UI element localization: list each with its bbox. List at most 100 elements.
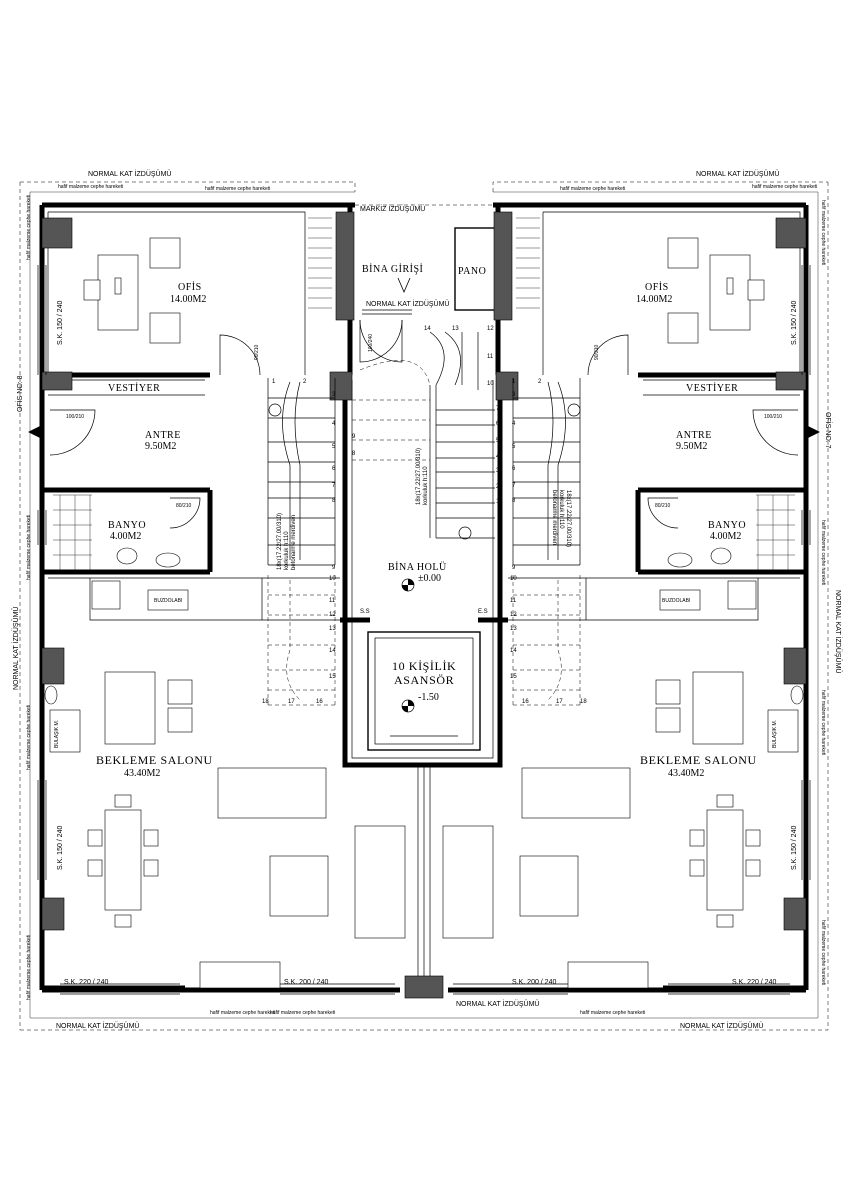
stair-right-note-1: betonarme merdiven [551, 490, 557, 545]
step-right-5: 5 [512, 444, 516, 450]
right-ofis-area: 14.00M2 [636, 294, 672, 305]
step-right-15: 15 [510, 674, 517, 680]
step-center-14: 14 [424, 326, 431, 332]
step-center-8: 8 [352, 451, 356, 457]
step-left-6: 6 [332, 466, 336, 472]
left-banyo-area: 4.00M2 [110, 531, 141, 542]
dim-right-bottom-window: S.K. 220 / 240 [732, 979, 776, 986]
step-left-12: 12 [329, 612, 336, 618]
label-asansor-1: 10 KİŞİLİK [392, 659, 456, 673]
dim-left-window-bottom: S.K. 150 / 240 [57, 826, 64, 870]
label-normal-kat-right-side: NORMAL KAT İZDÜŞÜMÜ [834, 590, 843, 674]
right-antre-area: 9.50M2 [676, 441, 707, 452]
right-bekleme: BEKLEME SALONU [640, 753, 757, 767]
step-right-4: 4 [512, 421, 516, 427]
step-left-9: 9 [332, 565, 336, 571]
step-left-14: 14 [329, 648, 336, 654]
label-normal-kat-top-left: NORMAL KAT İZDÜŞÜMÜ [88, 169, 172, 178]
label-cephe-left-4: hafif malzeme cephe hareketi [26, 935, 32, 1000]
label-cephe-right-4: hafif malzeme cephe hareketi [820, 920, 826, 985]
label-cephe-bottom-right: hafif malzeme cephe hareketi [580, 1010, 645, 1016]
step-center-3: 3 [496, 468, 500, 474]
right-ofis: OFİS [645, 281, 669, 293]
label-pano: PANO [458, 266, 486, 277]
furniture-left [44, 237, 406, 989]
label-normal-kat-entrance: NORMAL KAT İZDÜŞÜMÜ [366, 299, 450, 308]
label-normal-kat-bottom-right: NORMAL KAT İZDÜŞÜMÜ [680, 1021, 764, 1030]
windows [37, 265, 811, 995]
label-normal-kat-bottom-center: NORMAL KAT İZDÜŞÜMÜ [456, 999, 540, 1008]
left-ofis: OFİS [178, 281, 202, 293]
step-center-2: 2 [496, 484, 500, 490]
projection-lines [19, 181, 829, 1031]
label-cephe-bottom-center: hafif malzeme cephe hareketi [270, 1010, 335, 1016]
left-vestiyer: VESTİYER [108, 382, 160, 394]
dim-right-window-bottom: S.K. 150 / 240 [791, 826, 798, 870]
label-normal-kat-left-side: NORMAL KAT İZDÜŞÜMÜ [11, 607, 20, 691]
step-right-8: 8 [512, 498, 516, 504]
step-right-10: 10 [510, 576, 517, 582]
label-cephe-bottom-left: hafif malzeme cephe hareketi [210, 1010, 275, 1016]
step-center-6: 6 [496, 421, 500, 427]
left-antre-area: 9.50M2 [145, 441, 176, 452]
left-bulasik: BULAŞIK M. [54, 720, 60, 748]
right-banyo-area: 4.00M2 [710, 531, 741, 542]
step-left-10: 10 [329, 576, 336, 582]
step-center-1: 1 [496, 499, 500, 505]
label-bina-holu-level: ±0.00 [418, 573, 441, 584]
step-right-1: 1 [512, 379, 516, 385]
label-cephe-top-left-2: hafif malzeme cephe hareketi [205, 186, 270, 192]
step-left-15: 15 [329, 674, 336, 680]
dim-door-entrance: 100/240 [368, 334, 374, 352]
step-left-18: 18 [262, 699, 269, 705]
dim-door-right-antre: 100/210 [764, 414, 782, 420]
label-cephe-top-right: hafif malzeme cephe hareketi [560, 186, 625, 192]
step-left-11: 11 [329, 598, 336, 604]
center-core [340, 227, 508, 999]
stair-left-note-2: korkuluk h:110 [284, 531, 290, 570]
right-bulasik: BULAŞIK M. [772, 720, 778, 748]
label-cephe-left-1: hafif malzeme cephe hareketi [26, 195, 32, 260]
step-right-17: 17 [556, 699, 563, 705]
step-center-12: 12 [487, 326, 494, 332]
left-bekleme: BEKLEME SALONU [96, 753, 213, 767]
step-right-12: 12 [510, 612, 517, 618]
label-ofis-no-right: OFİS NO: 7 [824, 412, 833, 449]
label-es: E.S [478, 609, 488, 615]
dim-left-window-top: S.K. 150 / 240 [57, 301, 64, 345]
label-ss: S.S [360, 609, 370, 615]
right-antre: ANTRE [676, 430, 712, 441]
label-cephe-top-right-2: hafif malzeme cephe hareketi [752, 184, 817, 190]
step-left-16: 16 [316, 699, 323, 705]
right-banyo: BANYO [708, 520, 746, 531]
label-asansor-2: ASANSÖR [394, 673, 454, 687]
step-center-13: 13 [452, 326, 459, 332]
step-center-7: 7 [496, 406, 500, 412]
step-left-17: 17 [288, 699, 295, 705]
stair-center-note-2: korkuluk h:110 [423, 466, 429, 505]
step-center-11: 11 [487, 354, 494, 360]
label-bina-girisi: BİNA GİRİŞİ [362, 263, 423, 275]
left-antre: ANTRE [145, 430, 181, 441]
step-left-13: 13 [329, 626, 336, 632]
dim-door-left-banyo: 80/210 [176, 503, 192, 509]
step-right-11: 11 [510, 598, 517, 604]
label-markiz: MARKİZ İZDÜŞÜMÜ [360, 204, 425, 213]
step-center-5: 5 [496, 438, 500, 444]
stair-right-note-3: 18x(17.22/27.00/310) [565, 490, 571, 547]
step-right-14: 14 [510, 648, 517, 654]
left-bekleme-area: 43.40M2 [124, 768, 160, 779]
label-normal-kat-top-right: NORMAL KAT İZDÜŞÜMÜ [696, 169, 780, 178]
left-ofis-area: 14.00M2 [170, 294, 206, 305]
step-center-10: 10 [487, 381, 494, 387]
step-left-5: 5 [332, 444, 336, 450]
label-cephe-right-1: hafif malzeme cephe hareketi [820, 200, 826, 265]
right-bekleme-area: 43.40M2 [668, 768, 704, 779]
stair-right-note-2: korkuluk h:110 [558, 490, 564, 529]
step-right-6: 6 [512, 466, 516, 472]
stairs [267, 331, 581, 706]
stair-center-note-1: 18x(17.22/27.00/310) [416, 448, 422, 505]
step-right-16: 16 [522, 699, 529, 705]
stair-left-note-1: 18x(17.22/27.00/310) [277, 513, 283, 570]
